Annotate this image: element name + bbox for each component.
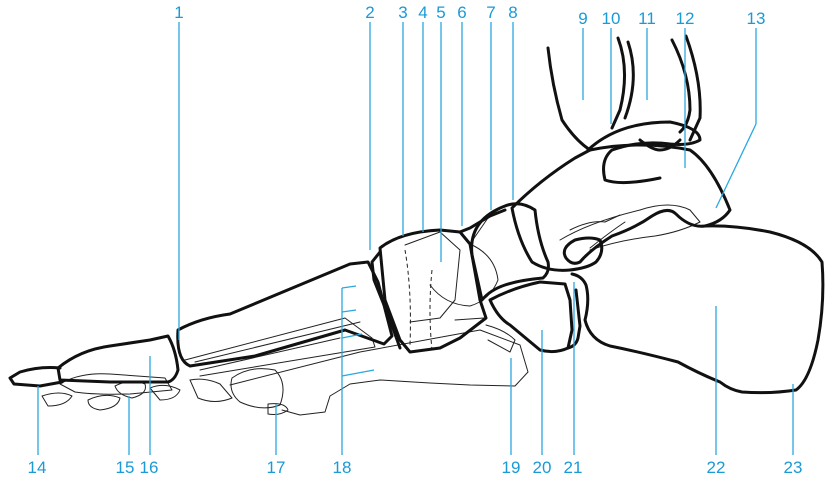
label-23: 23	[784, 458, 803, 477]
label-21: 21	[564, 458, 583, 477]
label-9: 9	[578, 9, 587, 28]
label-6: 6	[457, 3, 466, 22]
label-22: 22	[707, 458, 726, 477]
label-5: 5	[436, 3, 445, 22]
label-15: 15	[116, 458, 135, 477]
label-18: 18	[333, 458, 352, 477]
label-3: 3	[398, 3, 407, 22]
label-12: 12	[676, 9, 695, 28]
label-14: 14	[28, 458, 47, 477]
label-16: 16	[140, 458, 159, 477]
foot-bones-bold	[10, 36, 823, 393]
label-8: 8	[508, 3, 517, 22]
label-19: 19	[502, 458, 521, 477]
label-13: 13	[747, 9, 766, 28]
label-7: 7	[486, 3, 495, 22]
label-4: 4	[418, 3, 427, 22]
label-2: 2	[365, 3, 374, 22]
label-20: 20	[533, 458, 552, 477]
label-17: 17	[267, 458, 286, 477]
label-10: 10	[602, 9, 621, 28]
label-11: 11	[638, 9, 656, 28]
label-1: 1	[174, 3, 183, 22]
